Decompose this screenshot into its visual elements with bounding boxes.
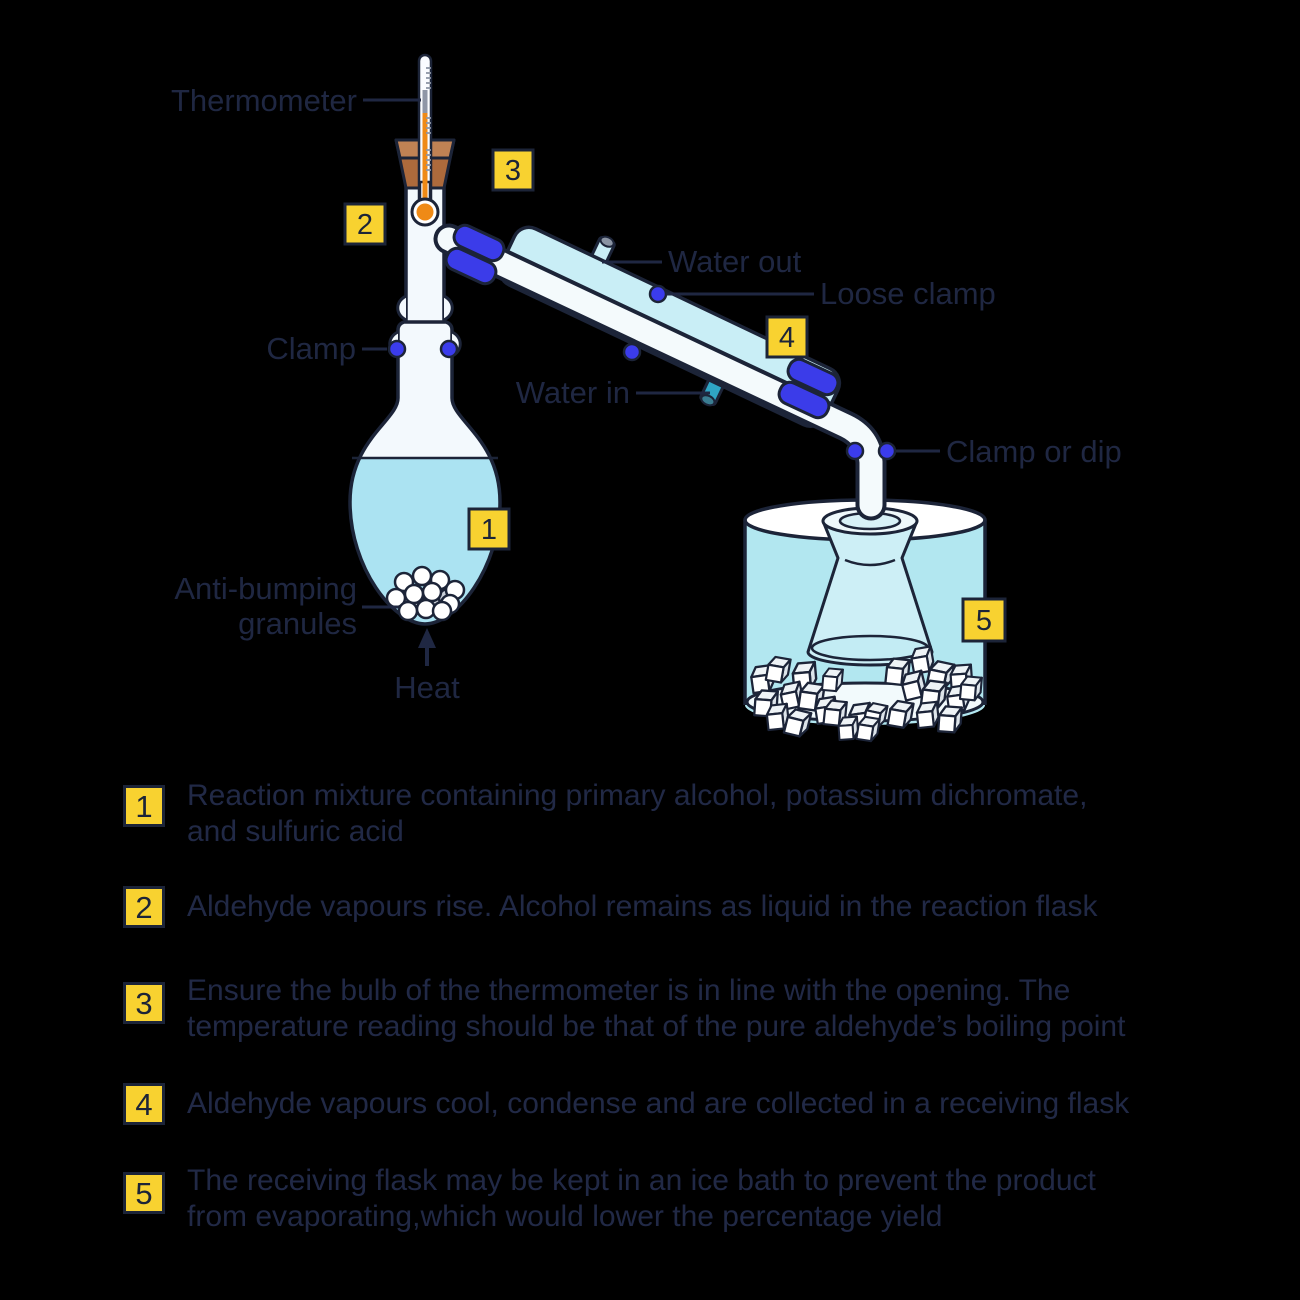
thermometer-scale-ticks [426, 67, 431, 171]
badge-2: 2 [343, 202, 387, 246]
condenser-inner-tube [437, 227, 883, 517]
labels: Thermometer Clamp Water out Loose clamp … [171, 83, 1122, 705]
legend-text-3: Ensure the bulb of the thermometer is in… [187, 974, 1126, 1043]
condenser-clamps [444, 223, 840, 420]
anti-bumping-label-line2: granules [238, 606, 357, 641]
receiving-flask [806, 506, 934, 667]
badge-2-number: 2 [357, 209, 373, 241]
badge-5-number: 5 [976, 605, 992, 637]
legend-text-2: Aldehyde vapours rise. Alcohol remains a… [187, 890, 1098, 923]
legend-badge-5: 5 [123, 1172, 165, 1214]
apparatus-drawing: 1 2 3 4 5 Thermometer Clamp Water out Lo… [171, 53, 1122, 743]
badge-5: 5 [961, 597, 1007, 643]
legend-badge-4: 4 [123, 1083, 165, 1125]
badge-3: 3 [491, 148, 535, 192]
badge-1-number: 1 [481, 514, 497, 546]
anti-bumping-granules [385, 565, 466, 622]
clamp-label: Clamp [266, 331, 356, 366]
badge-3-number: 3 [505, 155, 521, 187]
condenser [433, 223, 887, 521]
legend-badge-3: 3 [123, 982, 165, 1024]
badge-4: 4 [765, 315, 809, 359]
anti-bumping-label-line1: Anti-bumping [174, 571, 357, 606]
heat-label: Heat [394, 670, 460, 705]
legend-text-4: Aldehyde vapours cool, condense and are … [187, 1087, 1130, 1120]
thermometer-label: Thermometer [171, 83, 357, 118]
diagram-badges: 1 2 3 4 5 [343, 148, 1007, 643]
thermometer [410, 53, 440, 227]
badge-1: 1 [467, 507, 511, 551]
loose-clamp-label: Loose clamp [820, 276, 996, 311]
heat-arrow [418, 628, 436, 666]
legend-text-1: Reaction mixture containing primary alco… [187, 779, 1088, 848]
clamp-or-dip-label: Clamp or dip [946, 434, 1122, 469]
legend-badge-2: 2 [123, 886, 165, 928]
badge-4-number: 4 [779, 322, 795, 354]
water-out-label: Water out [668, 244, 802, 279]
legend-text-5: The receiving flask may be kept in an ic… [187, 1164, 1096, 1233]
water-in-label: Water in [516, 375, 630, 410]
legend-badge-1: 1 [123, 785, 165, 827]
